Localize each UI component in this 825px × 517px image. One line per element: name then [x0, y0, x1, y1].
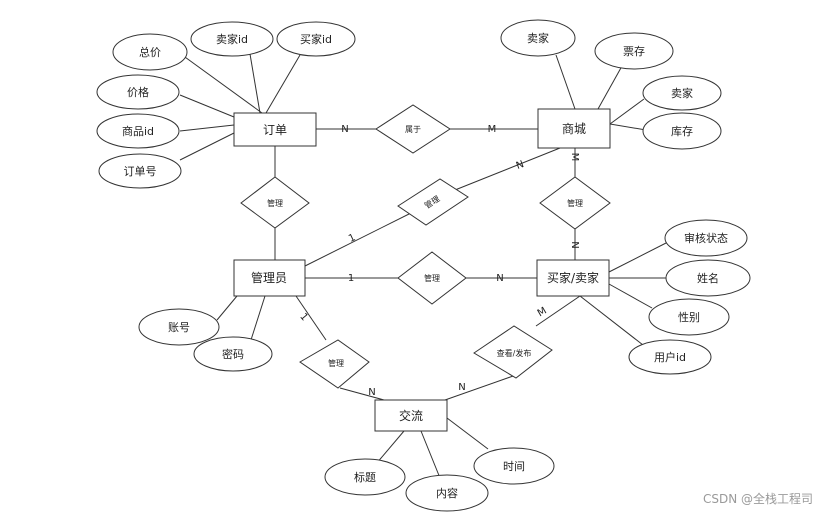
attr-content-label: 内容 [436, 486, 458, 500]
relation-manage-user: 管理 [397, 251, 467, 305]
cardinality-labels: N M M N 1 N 1 N 1 N N M [297, 124, 580, 398]
entity-mall-label: 商城 [562, 121, 586, 136]
entity-admin-label: 管理员 [251, 270, 287, 285]
relation-view-publish: 查看/发布 [473, 325, 553, 379]
relation-manage-mall-user: 管理 [539, 176, 611, 230]
card-mall-bottom: N [569, 241, 580, 248]
attr-stock: 库存 [642, 112, 722, 150]
attr-review-status: 审核状态 [664, 219, 748, 257]
attr-review-status-label: 审核状态 [684, 231, 728, 245]
attr-user-id-label: 用户id [654, 350, 686, 364]
entity-order: 订单 [233, 112, 317, 147]
attr-password-label: 密码 [222, 347, 244, 361]
relation-manage-user-label: 管理 [424, 273, 440, 283]
card-order-belongs: N [341, 124, 348, 135]
card-admin-userrel: 1 [348, 273, 354, 284]
attr-mall-seller-label: 卖家 [527, 31, 549, 45]
attr-ticket: 票存 [594, 32, 674, 70]
entity-comm: 交流 [374, 399, 448, 432]
attr-user-id: 用户id [628, 339, 712, 375]
entity-order-label: 订单 [263, 123, 287, 137]
relation-manage-mall-user-label: 管理 [567, 198, 583, 208]
attr-time-label: 时间 [503, 460, 525, 473]
attr-product-id-label: 商品id [122, 124, 154, 138]
card-comm-right: N [458, 382, 465, 393]
attr-price-label: 价格 [127, 85, 149, 99]
entity-user-label: 买家/卖家 [547, 270, 599, 285]
relation-belongs: 属于 [375, 104, 451, 154]
attr-account: 账号 [138, 308, 220, 346]
attr-gender: 性别 [648, 298, 730, 336]
attr-mall-seller: 卖家 [500, 19, 576, 57]
attr-name: 姓名 [665, 259, 751, 297]
entity-admin: 管理员 [233, 259, 306, 297]
card-admin-comm: 1 [297, 311, 310, 323]
attr-total-label: 总价 [139, 45, 161, 59]
relation-belongs-label: 属于 [405, 125, 421, 134]
attr-gender-label: 性别 [678, 310, 700, 324]
watermark: CSDN @全栈工程司 [702, 492, 813, 506]
card-user-view: M [536, 306, 549, 320]
attr-total: 总价 [112, 33, 188, 71]
attr-content: 内容 [405, 474, 489, 512]
entity-user: 买家/卖家 [536, 259, 610, 297]
relation-view-publish-label: 查看/发布 [497, 348, 532, 358]
attr-account-label: 账号 [168, 321, 190, 334]
attr-price: 价格 [96, 74, 180, 110]
attr-mall-seller2: 卖家 [642, 75, 722, 111]
entity-comm-label: 交流 [399, 408, 423, 423]
card-comm-left: N [368, 387, 375, 398]
entity-mall: 商城 [537, 108, 611, 149]
relation-manage-order-label: 管理 [267, 198, 283, 208]
attr-mall-seller2-label: 卖家 [671, 86, 693, 100]
attr-buyer-id: 买家id [276, 21, 356, 57]
attr-buyer-id-label: 买家id [300, 32, 332, 46]
attr-password: 密码 [193, 336, 273, 372]
attr-name-label: 姓名 [697, 271, 719, 285]
attr-order-no-label: 订单号 [124, 165, 157, 178]
connector-lines [177, 51, 669, 479]
card-mallrel-mall: N [515, 159, 526, 172]
attr-seller-id-label: 卖家id [216, 32, 248, 46]
relation-manage-comm-label: 管理 [328, 358, 344, 368]
attr-title: 标题 [324, 458, 406, 496]
card-belongs-mall: M [488, 124, 497, 135]
relation-manage-comm: 管理 [299, 339, 370, 389]
attr-time: 时间 [473, 447, 555, 485]
relation-manage-order: 管理 [240, 176, 310, 229]
attr-seller-id: 卖家id [190, 21, 274, 57]
card-mall-top: M [569, 153, 580, 162]
attr-order-no: 订单号 [98, 153, 182, 189]
attr-ticket-label: 票存 [623, 44, 645, 58]
attr-stock-label: 库存 [671, 124, 693, 138]
attr-product-id: 商品id [96, 113, 180, 149]
card-userrel-user: N [496, 273, 503, 284]
attr-title-label: 标题 [354, 470, 376, 484]
card-admin-mallrel: 1 [347, 232, 357, 245]
relation-manage-mall-admin: 管理 [397, 178, 469, 226]
